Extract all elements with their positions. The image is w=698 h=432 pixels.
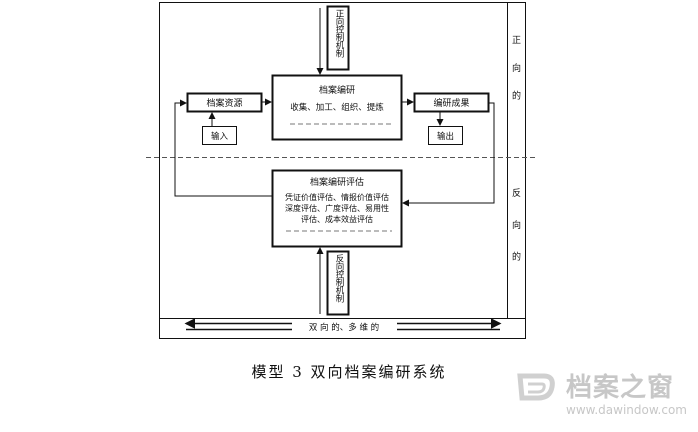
resources-box [186, 92, 263, 113]
reverse-mechanism-label: 反向控制机制 [334, 254, 344, 302]
forward-side-label: 正 向 的 [510, 35, 520, 108]
figure-caption: 模型 3 双向档案编研系统 [251, 363, 447, 381]
reverse-side-label: 反 向 的 [510, 188, 520, 271]
evaluation-title: 档案编研评估 [310, 176, 364, 188]
evaluation-line-2: 深度评估、广度评估、易用性 [285, 203, 389, 213]
results-box [413, 92, 490, 113]
reverse-mechanism-box [326, 250, 350, 316]
input-label: 输入 [211, 131, 229, 142]
results-label: 编研成果 [433, 97, 469, 109]
compile-box [271, 74, 403, 141]
compile-box-body: 收集、加工、组织、提炼 [290, 102, 384, 113]
arrow-eval-to-resources [174, 99, 272, 197]
compile-box-title: 档案编研 [319, 84, 355, 96]
evaluation-line-1: 凭证价值评估、情报价值评估 [285, 192, 389, 202]
watermark-title: 档案之窗 [566, 373, 675, 403]
watermark-logo-icon [517, 373, 555, 401]
resources-label: 档案资源 [206, 97, 242, 109]
output-box [428, 126, 463, 145]
evaluation-box [271, 169, 403, 248]
bottom-label: 双 向 的、多 维 的 [309, 322, 379, 333]
outer-frame [159, 2, 526, 339]
forward-mechanism-label: 正向控制机制 [334, 9, 344, 57]
watermark-url: www.dawindow.com [566, 403, 687, 417]
evaluation-line-3: 评估、成本效益评估 [301, 214, 373, 224]
output-label: 输出 [437, 131, 454, 142]
forward-mechanism-box [326, 5, 350, 71]
input-box [202, 126, 237, 145]
arrow-results-to-eval [402, 102, 495, 207]
